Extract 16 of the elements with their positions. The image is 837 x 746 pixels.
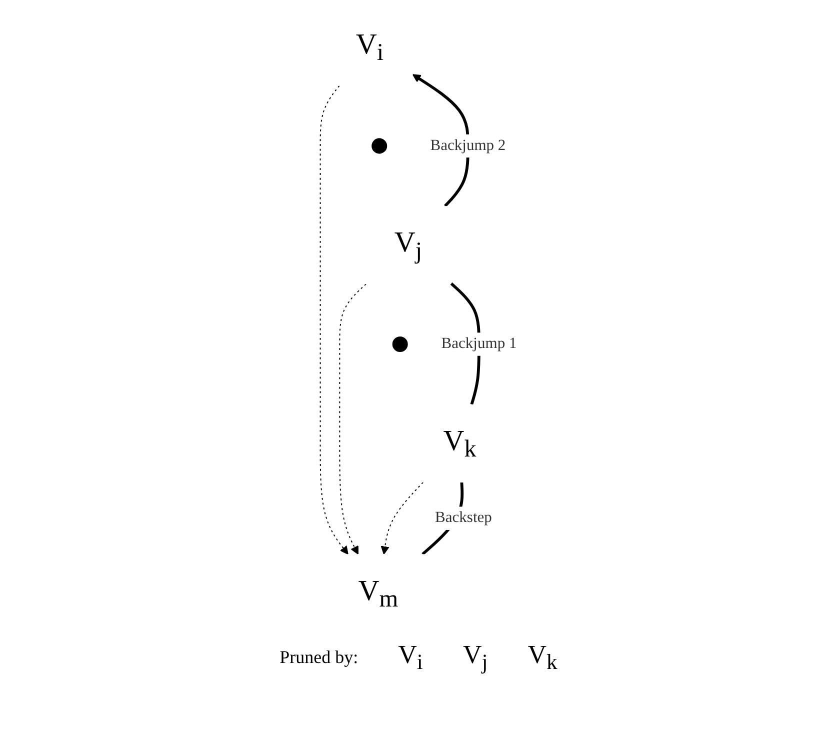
edge-label: Backjump 1 bbox=[441, 336, 517, 352]
label-text: V$_{j}$ bbox=[462, 640, 488, 676]
edge-label: Backjump 2 bbox=[430, 137, 506, 154]
edge-label: Backstep bbox=[435, 510, 492, 526]
node-text: V$_{k}$ bbox=[443, 424, 476, 463]
arrow bbox=[339, 284, 366, 555]
node-circle bbox=[392, 336, 408, 352]
label-text: Pruned by: bbox=[280, 647, 358, 668]
arrow bbox=[320, 85, 348, 555]
label-text: V$_{i}$ bbox=[398, 640, 423, 676]
label-text: V$_{k}$ bbox=[528, 640, 558, 676]
node-text: V$_{j}$ bbox=[394, 226, 422, 264]
arrow bbox=[380, 482, 424, 555]
node-text: V$_{m}$ bbox=[358, 574, 398, 612]
node-text: V$_{i}$ bbox=[356, 28, 384, 66]
node-circle bbox=[372, 138, 388, 154]
